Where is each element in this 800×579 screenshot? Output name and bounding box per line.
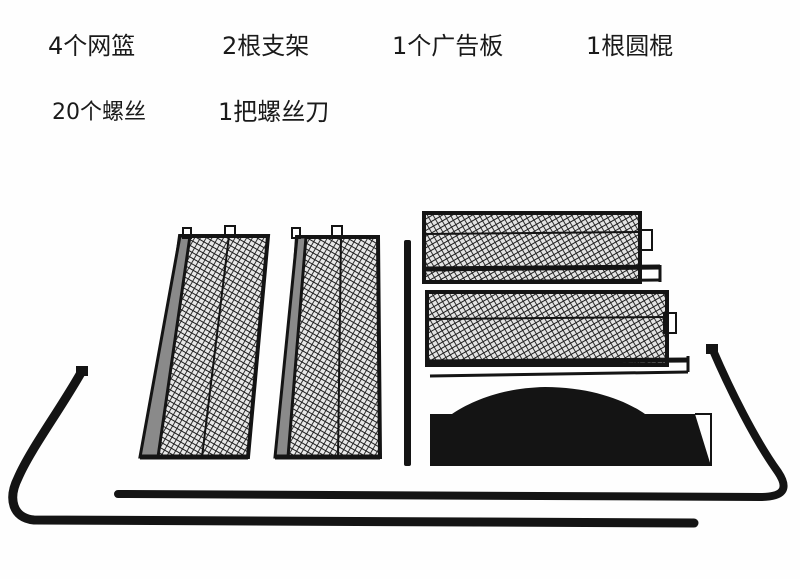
caption-screwdriver: 1把螺丝刀 — [218, 98, 330, 126]
support-frame-left — [8, 366, 699, 528]
mesh-basket-1 — [138, 225, 271, 460]
caption-ad-board: 1个广告板 — [392, 32, 504, 60]
mesh-basket-3 — [422, 211, 662, 284]
mesh-basket-4 — [425, 290, 690, 378]
ad-board — [430, 387, 712, 466]
caption-supports: 2根支架 — [222, 32, 310, 60]
caption-baskets: 4个网篮 — [48, 32, 136, 60]
caption-screws: 20个螺丝 — [52, 100, 146, 125]
support-frame-right — [114, 344, 788, 501]
round-rod — [404, 240, 411, 466]
caption-round-rod: 1根圆棍 — [586, 32, 674, 60]
mesh-basket-2 — [273, 225, 383, 460]
